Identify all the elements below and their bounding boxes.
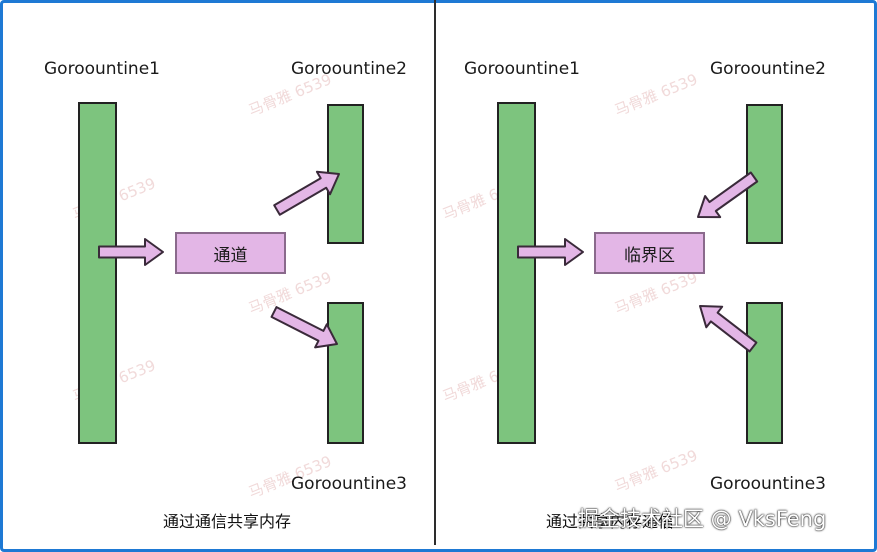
- site-watermark: 掘金技术社区 @ VksFeng: [578, 507, 827, 531]
- goroutine3-bar: [327, 302, 364, 444]
- right-caption: 通过共享内存通信: [546, 512, 675, 531]
- critical-section-box: 临界区: [594, 232, 705, 274]
- goroutine3-label: Goroountine3: [291, 474, 407, 494]
- goroutine3-bar: [746, 302, 783, 444]
- goroutine1-bar: [497, 102, 536, 444]
- goroutine2-label: Goroountine2: [710, 59, 826, 79]
- arrow-channel-to-g2: [273, 170, 340, 216]
- arrow-g2-to-critical-section: [697, 171, 759, 219]
- arrow-channel-to-g3: [270, 306, 338, 349]
- goroutine3-label: Goroountine3: [710, 474, 826, 494]
- arrow-g3-to-critical-section: [699, 305, 758, 353]
- goroutine1-label: Goroountine1: [44, 59, 160, 79]
- goroutine1-bar: [78, 102, 117, 444]
- left-caption: 通过通信共享内存: [163, 512, 292, 531]
- arrow-g1-to-critical-section: [517, 238, 584, 266]
- channel-box: 通道: [175, 232, 286, 274]
- panel-divider: [434, 0, 436, 545]
- goroutine1-label: Goroountine1: [464, 59, 580, 79]
- arrow-g1-to-channel: [98, 238, 164, 266]
- goroutine2-label: Goroountine2: [291, 59, 407, 79]
